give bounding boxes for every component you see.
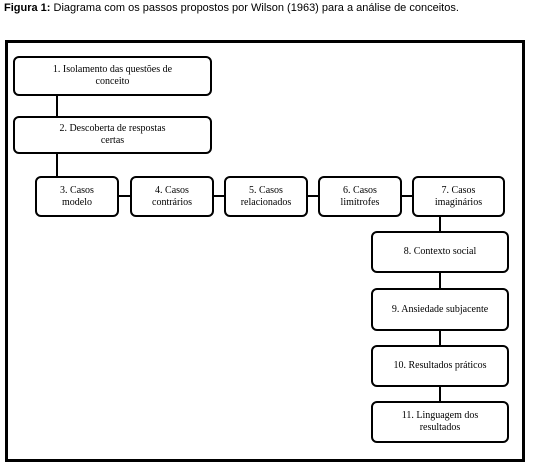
step-10-box: 10. Resultados práticos — [371, 345, 509, 387]
caption-text: Diagrama com os passos propostos por Wil… — [50, 2, 459, 14]
step-9-box: 9. Ansiedade subjacente — [371, 288, 509, 331]
step-3-box: 3. Casos modelo — [35, 176, 119, 217]
step-6-box: 6. Casos limítrofes — [318, 176, 402, 217]
step-8-box: 8. Contexto social — [371, 231, 509, 273]
step-1-box: 1. Isolamento das questões de conceito — [13, 56, 212, 96]
diagram-frame — [5, 40, 525, 462]
step-11-box: 11. Linguagem dos resultados — [371, 401, 509, 443]
step-2-box: 2. Descoberta de respostas certas — [13, 116, 212, 154]
caption-label: Figura 1: — [4, 2, 51, 14]
figure-caption: Figura 1: Diagrama com os passos propost… — [4, 1, 459, 15]
step-7-box: 7. Casos imaginários — [412, 176, 505, 217]
step-5-box: 5. Casos relacionados — [224, 176, 308, 217]
step-4-box: 4. Casos contrários — [130, 176, 214, 217]
